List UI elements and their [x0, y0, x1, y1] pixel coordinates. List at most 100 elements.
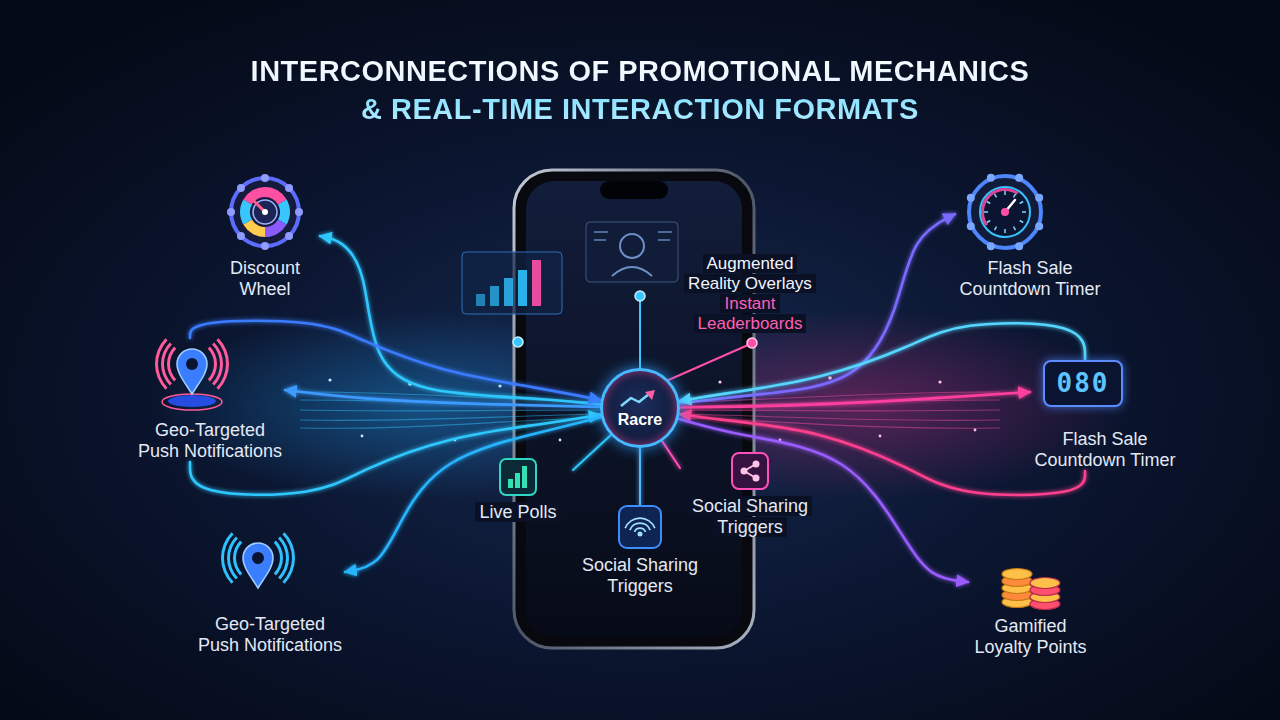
trend-arrow: [645, 390, 655, 400]
gauge-knob: [987, 242, 995, 250]
particle: [498, 384, 501, 387]
feature-node: Live Polls: [463, 458, 573, 523]
phone-notch: [600, 181, 668, 199]
signal-wave: [282, 532, 295, 584]
wheel-knob: [295, 208, 303, 216]
share-icon: [731, 452, 769, 490]
gauge-tick: [1004, 229, 1006, 233]
coins-icon: [991, 548, 1071, 612]
label-block: Live Polls: [463, 502, 573, 523]
label-block: Flash Sale Countdown Timer: [1030, 429, 1180, 471]
feature-node: Flash Sale Countdown Timer: [955, 170, 1105, 300]
gauge-knob: [1035, 222, 1043, 230]
gauge-icon: [963, 170, 1047, 254]
wheel-hub: [253, 200, 277, 224]
timer-display: 080: [1043, 360, 1124, 407]
signal-wave: [274, 541, 283, 576]
label-block: Flash Sale Countdown Timer: [955, 258, 1105, 300]
hub-label: Racre: [618, 410, 662, 429]
pin-icon: [147, 338, 237, 414]
icon-holder: [680, 452, 820, 490]
flow-arrow: [662, 441, 680, 468]
feature-label: Gamified Loyalty Points: [974, 616, 1086, 657]
spoke-line: [664, 345, 748, 382]
label-block: Geo-Targeted Push Notifications: [195, 614, 345, 656]
feature-node: Geo-Targeted Push Notifications: [135, 338, 285, 462]
chart-bar: [476, 294, 485, 306]
ar-face: [620, 234, 644, 258]
chart-bar: [504, 278, 513, 306]
ar-screen-widget: [586, 222, 678, 282]
hub-circle: Racre: [600, 368, 680, 448]
particle: [879, 435, 882, 438]
wheel-knob: [261, 242, 269, 250]
icon-holder: [117, 338, 267, 414]
gauge-tick: [1004, 191, 1006, 195]
feature-node: Geo-Targeted Push Notifications: [195, 532, 345, 656]
gauge-tick: [1020, 221, 1023, 223]
chart-bar: [532, 260, 541, 306]
touch-dot: [638, 532, 643, 537]
coin: [1002, 569, 1032, 580]
spoke-line: [639, 301, 641, 370]
gauge-group: [967, 174, 1043, 250]
chart-widget: [462, 252, 562, 314]
icon-holder: [183, 532, 333, 608]
flow-arrow: [680, 414, 1085, 495]
touch-frame: [619, 506, 661, 548]
signal-wave: [212, 342, 223, 385]
ar-line: [658, 239, 670, 241]
chart-bar: [490, 286, 499, 306]
icon-holder: [463, 458, 573, 496]
feature-label: Discount Wheel: [230, 258, 300, 299]
signal-wave: [167, 347, 176, 382]
poll-frame: [500, 459, 536, 495]
feature-node: Social Sharing Triggers: [570, 505, 710, 597]
wheel-knob: [285, 184, 293, 192]
wheel-knob: [227, 208, 235, 216]
label-block: Gamified Loyalty Points: [968, 616, 1093, 658]
poll-bar: [515, 473, 520, 488]
label-block: Discount Wheel: [210, 258, 320, 300]
wheel-knob: [261, 174, 269, 182]
touch-ring: [634, 527, 647, 532]
spoke-dot: [747, 338, 757, 348]
timer-digits: 080: [1057, 368, 1110, 398]
flow-arrow: [679, 419, 968, 582]
wheel-icon: [225, 172, 305, 252]
phone-screen: [526, 181, 742, 637]
particle: [974, 429, 977, 432]
touch-ring: [629, 522, 651, 530]
poll-bar: [522, 466, 527, 488]
signal-wave: [233, 541, 242, 576]
icon-holder: [210, 172, 320, 252]
feature-label: Flash Sale Countdown Timer: [959, 258, 1100, 299]
stream-dot: [513, 337, 523, 347]
flow-arrow: [345, 417, 601, 572]
map-pin: [177, 349, 207, 394]
label-block: Geo-Targeted Push Notifications: [135, 420, 285, 462]
icon-holder: [930, 170, 1080, 254]
signal-wave: [221, 532, 234, 584]
polls-icon: [499, 458, 537, 496]
map-pin-hole: [252, 552, 264, 564]
gauge-knob: [1015, 174, 1023, 182]
poll-bar: [508, 479, 513, 488]
title-band: INTERCONNECTIONS OF PROMOTIONAL MECHANIC…: [0, 52, 1280, 128]
ar-line: [658, 231, 672, 233]
map-pin-hole: [186, 358, 198, 370]
feature-label: Social Sharing Triggers: [582, 555, 698, 596]
screen-label: Augmented Reality Overlays: [684, 254, 816, 293]
feature-node: Gamified Loyalty Points: [968, 548, 1093, 658]
gauge-knob: [967, 222, 975, 230]
ar-shoulders: [612, 267, 652, 276]
gauge-tick: [1020, 202, 1023, 204]
flow-arrow: [680, 392, 1030, 408]
particle: [938, 380, 941, 383]
gauge-rim: [969, 176, 1041, 248]
share-dot: [753, 475, 760, 482]
share-dot: [741, 468, 748, 475]
particle: [718, 380, 721, 383]
feature-node: 080Flash Sale Countdown Timer: [1030, 360, 1180, 471]
